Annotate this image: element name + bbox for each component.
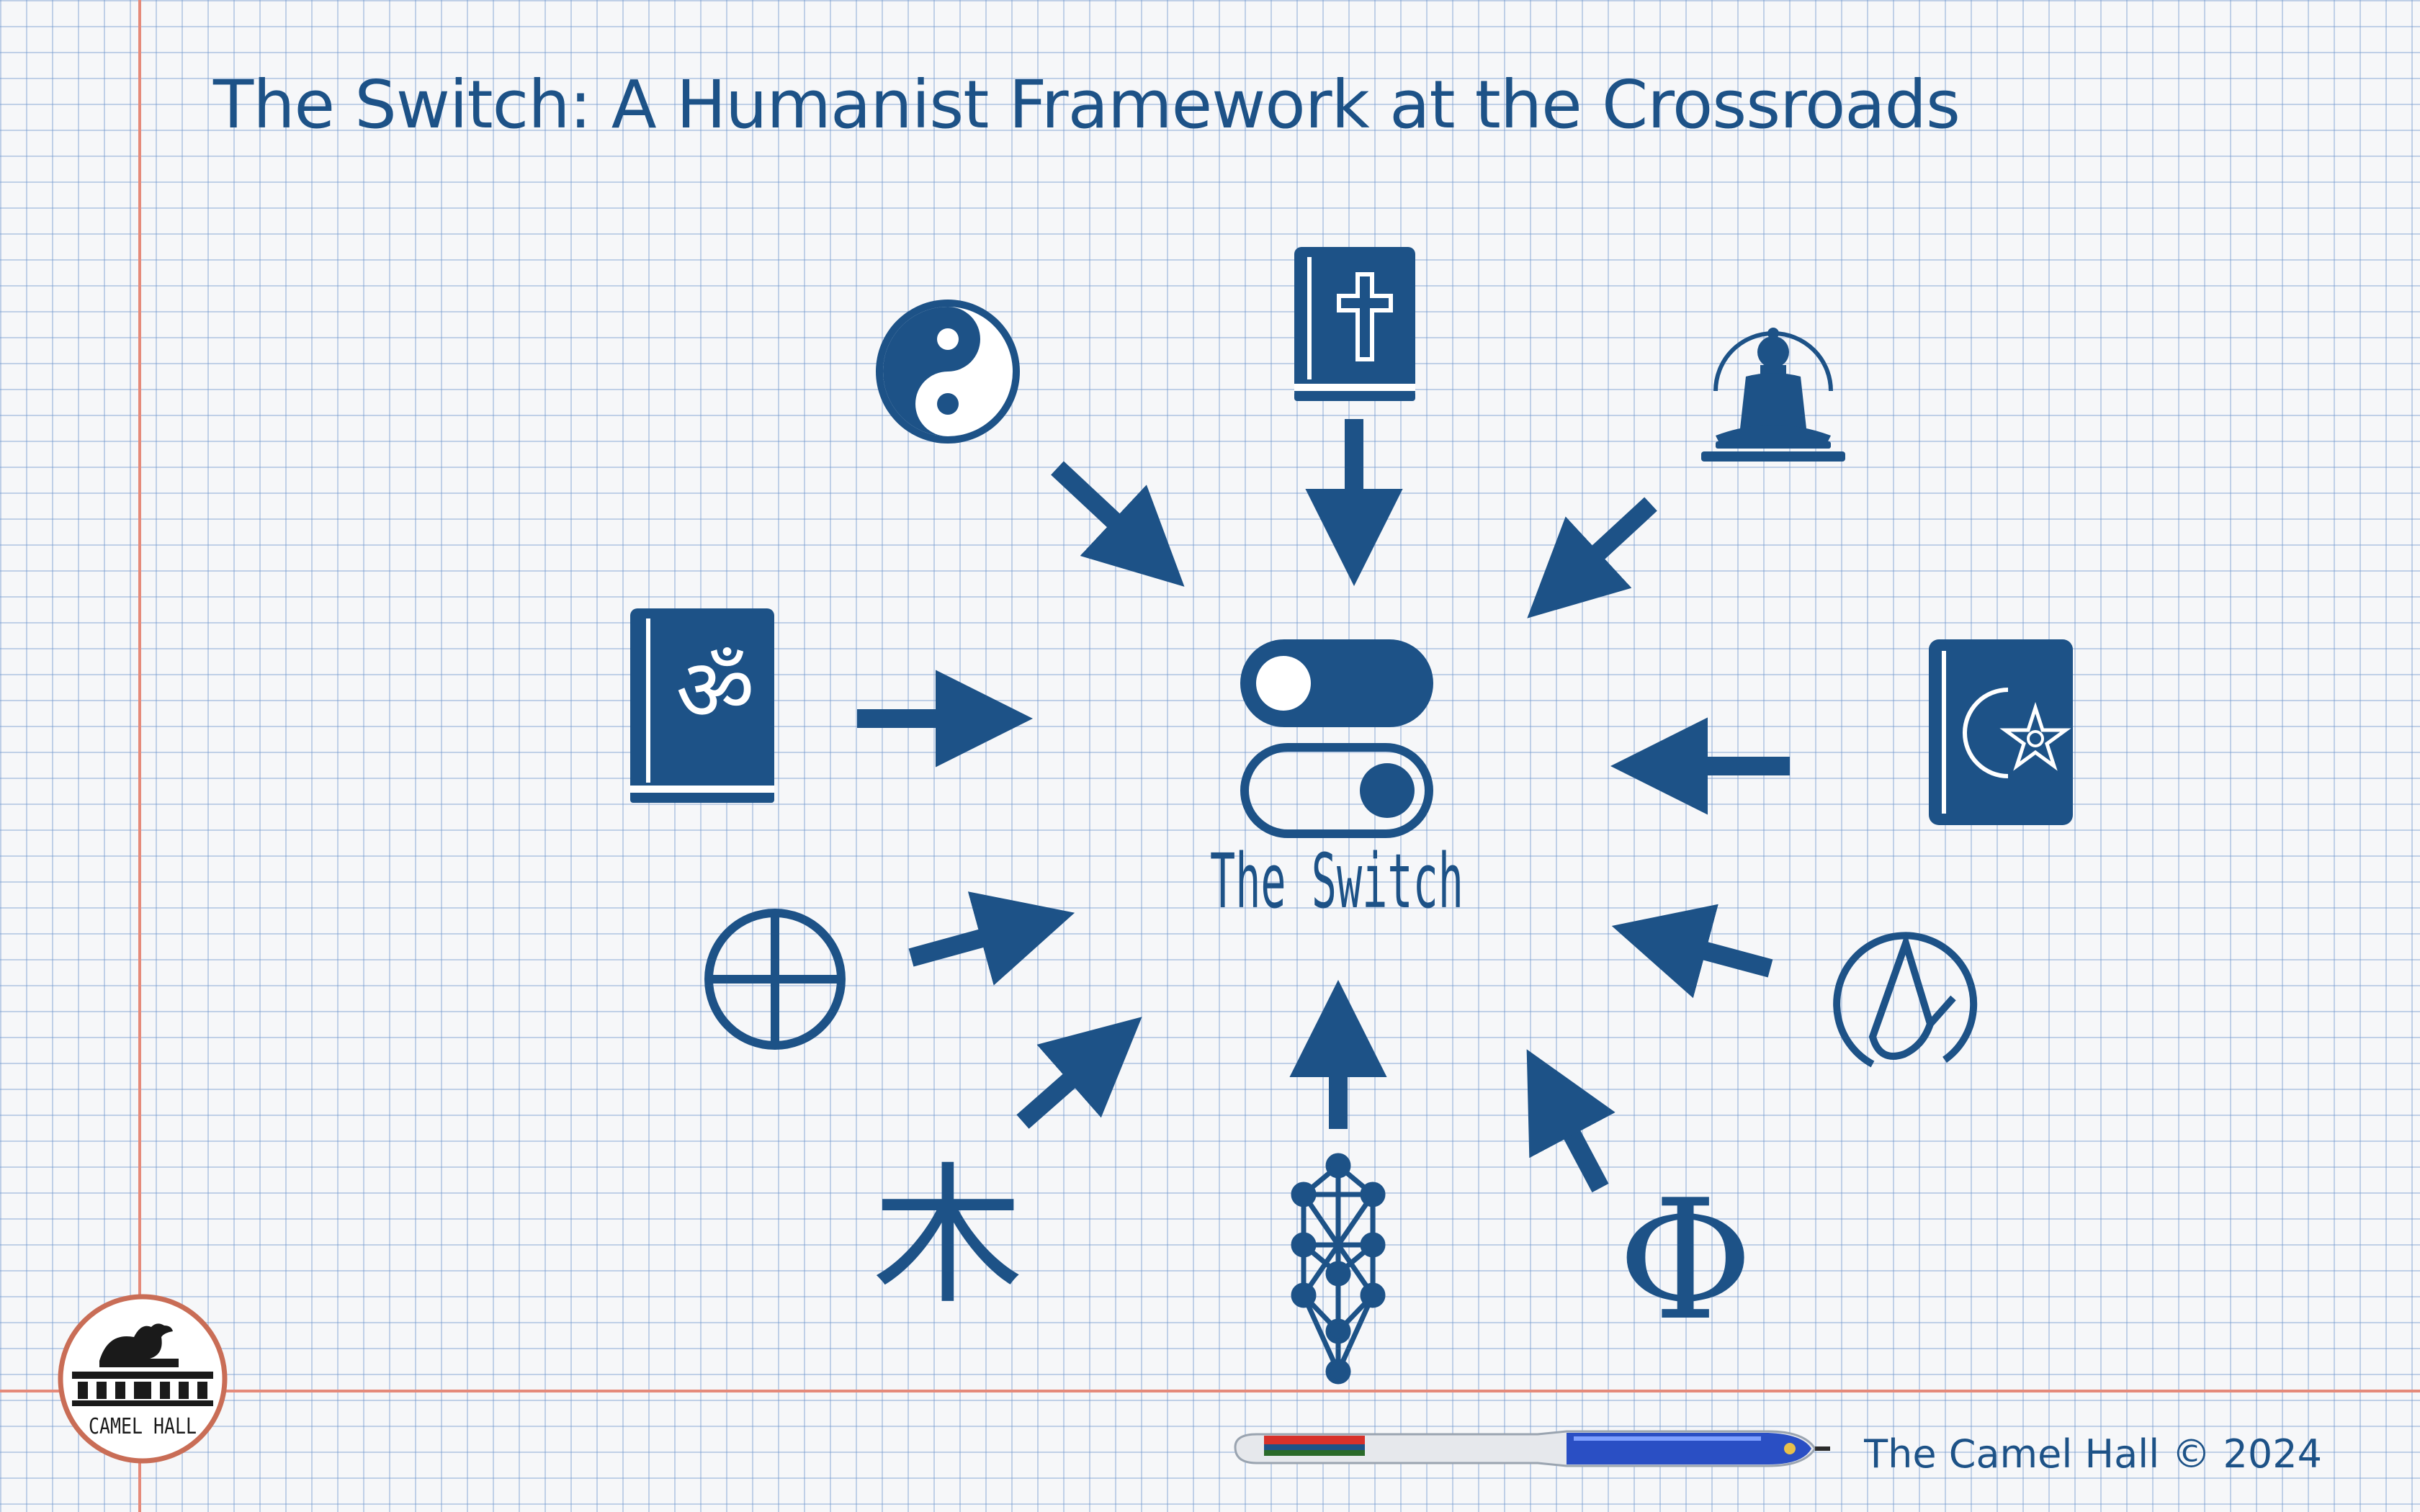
atheism-icon xyxy=(1833,931,1978,1068)
arrow-from-buddha xyxy=(1527,497,1657,618)
margin-line-vertical xyxy=(138,0,141,1512)
arrow-from-sun-cross xyxy=(908,891,1075,986)
om-glyph: ॐ xyxy=(676,641,754,741)
tree-of-life-icon xyxy=(1291,1153,1386,1385)
arrow-from-phi xyxy=(1526,1049,1615,1193)
crescent-star-book-icon xyxy=(1929,639,2073,825)
pen-icon xyxy=(1234,1430,1830,1467)
arrow-from-kanji xyxy=(1016,1017,1142,1129)
sun-cross-icon xyxy=(704,909,846,1050)
phi-icon: Φ xyxy=(1618,1165,1754,1357)
margin-line-horizontal xyxy=(0,1390,2420,1392)
yin-yang-icon xyxy=(876,300,1020,444)
arrow-from-yin-yang xyxy=(1051,461,1185,587)
footer-copyright: The Camel Hall © 2024 xyxy=(1864,1431,2322,1477)
buddha-icon xyxy=(1701,328,1845,462)
kanji-wood-icon: 木 xyxy=(872,1148,1023,1325)
page-title: The Switch: A Humanist Framework at the … xyxy=(213,66,1960,143)
logo-text: CAMEL HALL xyxy=(89,1414,197,1439)
om-book-icon: ॐ xyxy=(630,608,774,803)
center-label: The Switch xyxy=(1210,837,1464,925)
arrow-from-atheism xyxy=(1611,904,1773,999)
bible-cross-icon xyxy=(1294,247,1415,401)
camel-hall-logo: CAMEL HALL xyxy=(58,1294,228,1464)
toggle-switch-icon xyxy=(1240,639,1433,838)
